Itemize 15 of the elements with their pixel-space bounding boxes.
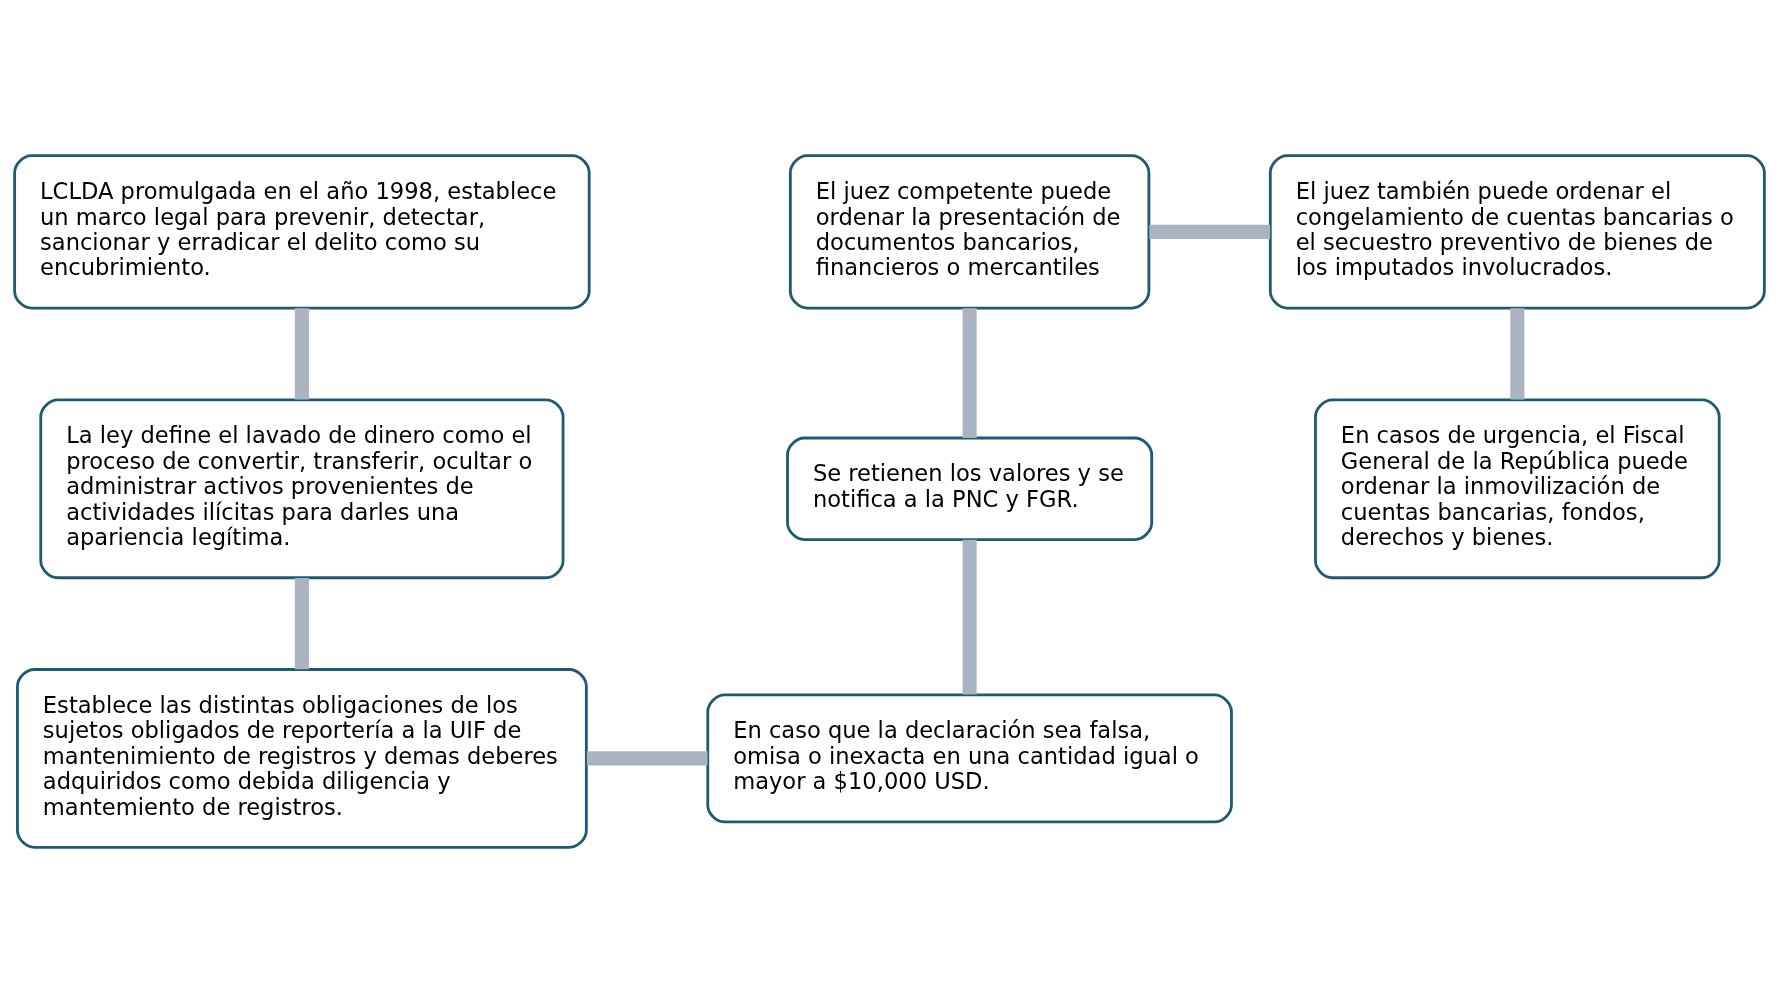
node-box: El juez competente puede ordenar la presentación de documentos bancarios, financieros o mercantiles bbox=[788, 154, 1151, 310]
node-box: Se retienen los valores y se notifica a la PNC y FGR. bbox=[786, 436, 1154, 541]
node-box: En caso que la declaración sea falsa, omisa o inexacta en una cantidad igual o mayor a $10,000 USD. bbox=[706, 693, 1233, 824]
connector bbox=[1149, 224, 1271, 239]
connector bbox=[1510, 308, 1525, 400]
connector bbox=[962, 308, 977, 438]
node-box: La ley define el lavado de dinero como el proceso de convertir, transferir, ocultar o administrar activos provenientes de actividades ilícitas para darles una apariencia legítima. bbox=[39, 398, 565, 580]
connector bbox=[294, 308, 309, 400]
connector bbox=[294, 577, 309, 670]
connector bbox=[586, 751, 708, 766]
node-box: LCLDA promulgada en el año 1998, establece un marco legal para prevenir, detectar, sancionar y erradicar el delito como su encubrimiento. bbox=[13, 154, 591, 310]
connector bbox=[962, 539, 977, 695]
node-box: Establece las distintas obligaciones de los sujetos obligados de reportería a la UIF de mantenimiento de registros y demas deberes adquiridos como debida diligencia y mantemiento de registros. bbox=[16, 668, 588, 849]
node-box: En casos de urgencia, el Fiscal General de la República puede ordenar la inmovilización de cuentas bancarias, fondos, derechos y bienes. bbox=[1314, 398, 1721, 580]
node-box: El juez también puede ordenar el congelamiento de cuentas bancarias o el secuestro preventivo de bienes de los imputados involucrados. bbox=[1268, 154, 1766, 310]
